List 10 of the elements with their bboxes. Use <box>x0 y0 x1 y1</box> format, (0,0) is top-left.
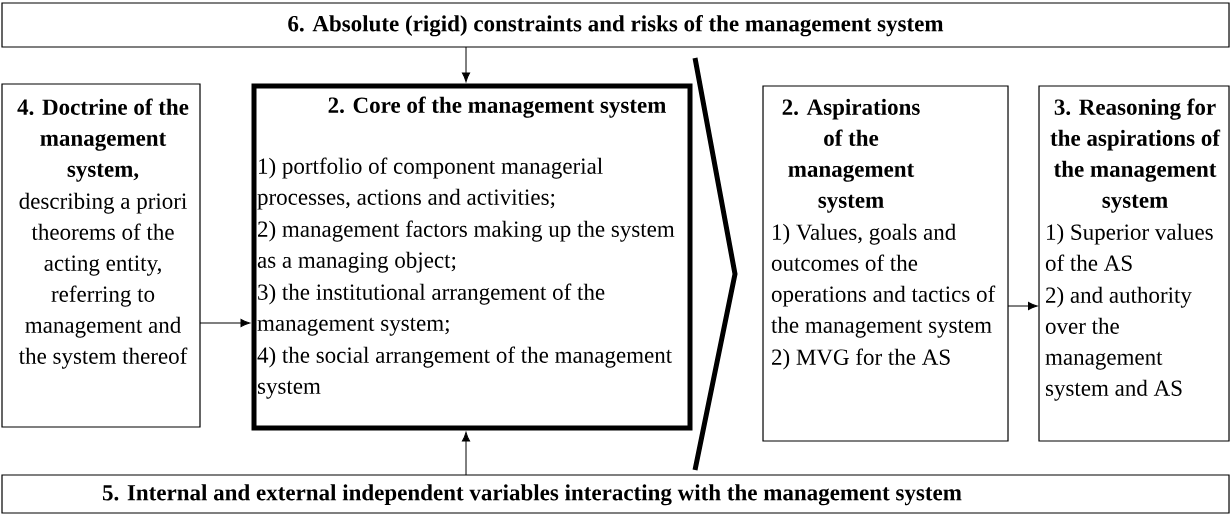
banner-box: 6. Absolute (rigid) constraints and risks of the management system <box>1 2 1230 48</box>
text-box: 3. Reasoning for the aspirations of the management system 1) Superior values of the AS 2) and authority over the management system and AS <box>1038 85 1230 442</box>
text-box: 2. Aspirations of the management system 1) Values, goals and outcomes of the operations and tactics of the management system 2) MVG for the AS <box>762 85 1009 442</box>
arrow <box>1007 301 1038 311</box>
core-box: 2. Core of the management system 1) portfolio of component managerial processes, actions and activities; 2) management factors making up the system as a managing object; 3) the institutional arrangement of the management system; 4) the social arrangement of the management system <box>251 57 738 471</box>
banner-box: 5. Internal and external independent variables interacting with the management system <box>1 474 1230 514</box>
text-box: 4. Doctrine of the management system, describing a priori theorems of the acting entity, referring to management and the system thereof <box>1 83 201 428</box>
arrow <box>461 46 471 83</box>
arrow <box>199 318 251 328</box>
arrow <box>461 431 471 476</box>
